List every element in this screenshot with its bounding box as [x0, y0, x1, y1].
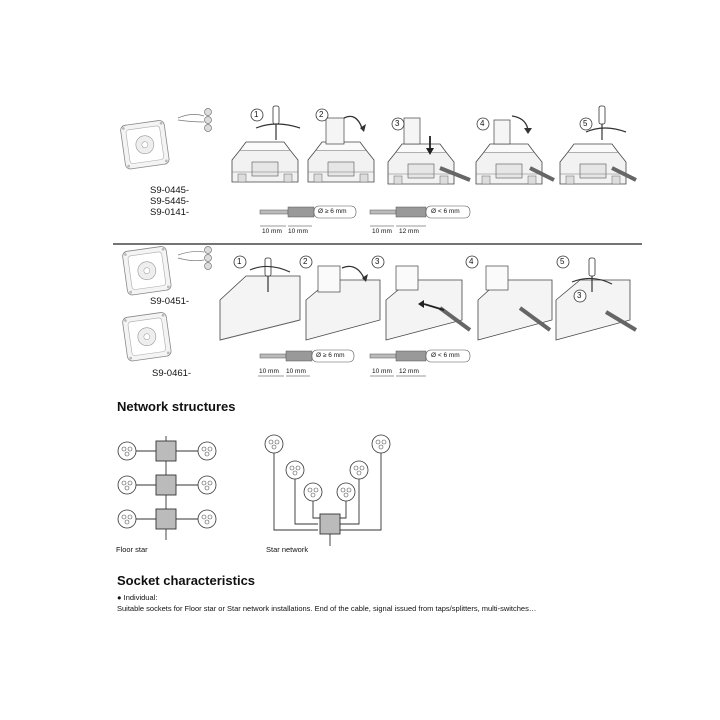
product-code: S9-0461-: [152, 368, 192, 379]
socket-plate-image-1: [119, 119, 171, 171]
product-code: S9-0451-: [150, 296, 190, 307]
dimension-label: 12 mm: [399, 228, 419, 235]
star-network-caption: Star network: [266, 545, 309, 554]
step-number: 5: [560, 257, 565, 266]
step-number: 2: [319, 110, 324, 119]
cable-thin-row1: [369, 205, 471, 227]
network-structures-title: Network structures: [117, 399, 236, 414]
product-code: S9-0141-: [150, 207, 190, 218]
star-network-diagram: [264, 434, 391, 546]
floor-star-caption: Floor star: [116, 545, 148, 554]
dimension-label: 10 mm: [286, 368, 306, 375]
product-code: S9-5445-: [150, 196, 190, 207]
diameter-label: Ø ≥ 6 mm: [318, 208, 347, 215]
step-number: 4: [469, 257, 474, 266]
product-code: S9-0445-: [150, 185, 190, 196]
step-number: 4: [480, 119, 485, 128]
step1-mechanism: [231, 105, 301, 183]
bullet-dot-icon: ●: [117, 593, 122, 602]
row2-step1-mechanism: [219, 257, 301, 341]
socket-characteristics-title: Socket characteristics: [117, 573, 256, 588]
socket-bullet: ● Individual:: [117, 593, 157, 602]
step-number: 1: [254, 110, 259, 119]
step-number-circles-row2: [233, 255, 587, 303]
socket-plate-image-3: [121, 311, 173, 363]
step-number-circles-row1: [250, 108, 593, 131]
step2-mechanism: [307, 115, 375, 183]
row2-step4-mechanism: [477, 265, 553, 341]
cable-icon-2: [177, 246, 212, 270]
step-number: 5: [583, 119, 588, 128]
cable-thick-row2: [258, 349, 355, 377]
dimension-label: 10 mm: [288, 228, 308, 235]
step5-mechanism: [559, 105, 637, 185]
diameter-label: Ø ≥ 6 mm: [316, 352, 345, 359]
diameter-label: Ø < 6 mm: [431, 208, 460, 215]
step-number: 3: [375, 257, 380, 266]
diameter-label: Ø < 6 mm: [431, 352, 460, 359]
dimension-label: 10 mm: [259, 368, 279, 375]
step-number: 3: [395, 119, 400, 128]
socket-description: Suitable sockets for Floor star or Star …: [117, 604, 537, 613]
step3-mechanism: [387, 117, 471, 185]
bullet-text: Individual:: [123, 593, 158, 602]
row2-step2-mechanism: [305, 265, 381, 341]
row2-step5-mechanism: [555, 257, 638, 341]
step-number: 1: [237, 257, 242, 266]
floor-star-diagram: [117, 436, 217, 540]
step-number: 3: [577, 291, 582, 300]
row2-step3-mechanism: [385, 265, 472, 341]
step4-mechanism: [475, 115, 555, 185]
dimension-label: 10 mm: [372, 368, 392, 375]
dimension-label: 10 mm: [262, 228, 282, 235]
cable-icon-1: [177, 108, 212, 132]
cable-thick-row1: [259, 205, 357, 227]
socket-plate-image-2: [121, 245, 173, 297]
cable-thin-row2: [369, 349, 471, 377]
dimension-label: 10 mm: [372, 228, 392, 235]
step-number: 2: [303, 257, 308, 266]
dimension-label: 12 mm: [399, 368, 419, 375]
row1-product-codes: S9-0445- S9-5445- S9-0141-: [150, 185, 189, 218]
